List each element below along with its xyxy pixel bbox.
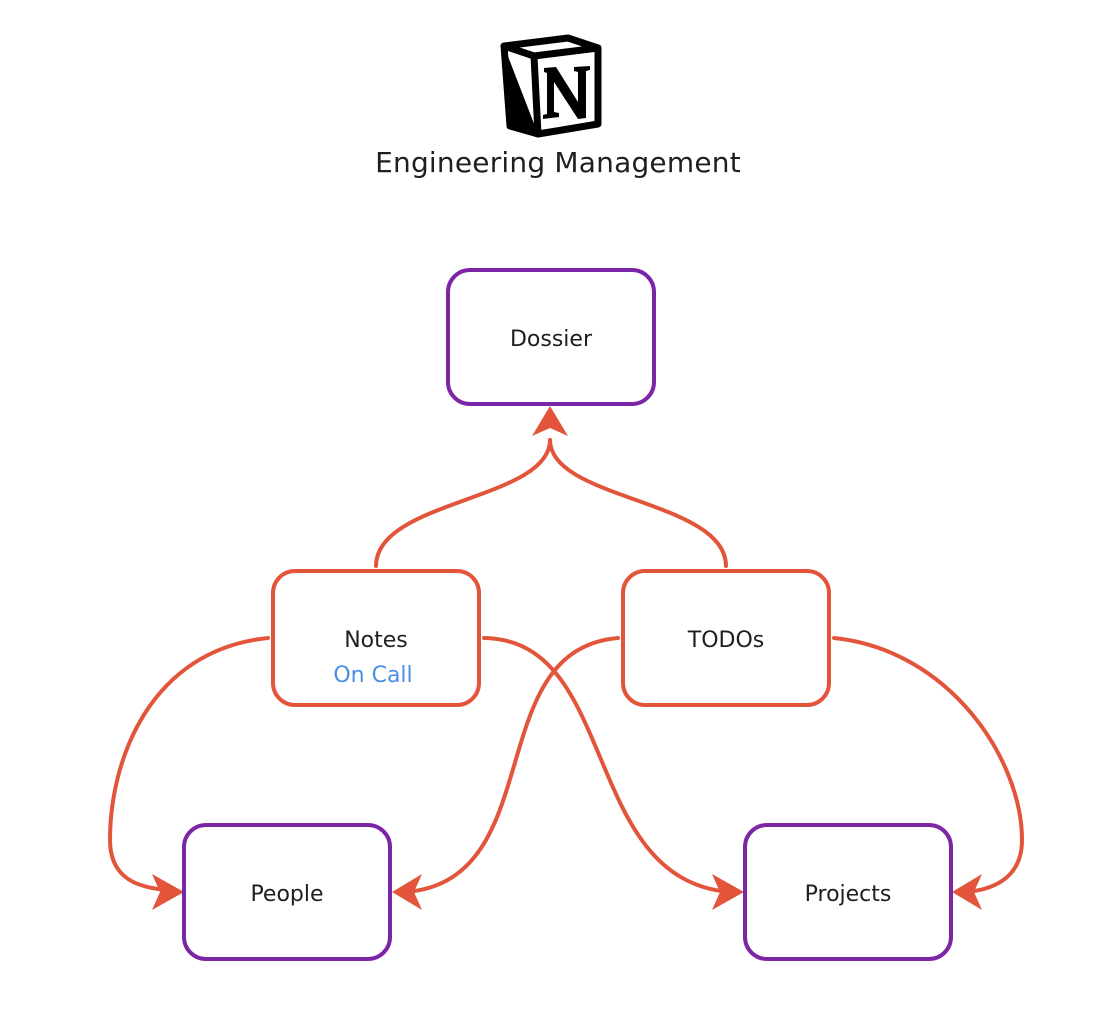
arrowhead-projects-left [712, 874, 744, 910]
arrowhead-projects-right [952, 874, 982, 910]
edge-todos-to-people [404, 636, 620, 894]
edge-todos-to-projects [832, 636, 1025, 894]
node-projects-label: Projects [805, 882, 892, 907]
arrowhead-dossier [532, 406, 568, 436]
node-notes[interactable]: Notes On Call [271, 569, 481, 707]
node-people-label: People [250, 882, 323, 907]
edge-notes-to-projects [482, 636, 732, 894]
arrowhead-people-right [392, 874, 422, 910]
page-title: Engineering Management [375, 146, 741, 179]
edge-notes-to-people [107, 636, 270, 892]
edge-todos-to-dossier [548, 438, 728, 568]
arrowhead-people-left [152, 874, 184, 910]
node-notes-label: Notes [344, 628, 408, 653]
edge-notes-to-dossier [374, 438, 552, 568]
node-dossier-label: Dossier [510, 327, 593, 352]
node-dossier[interactable]: Dossier [446, 268, 656, 406]
node-todos[interactable]: TODOs [621, 569, 831, 707]
node-projects[interactable]: Projects [743, 823, 953, 961]
notion-logo-icon [500, 34, 602, 138]
node-todos-label: TODOs [687, 628, 764, 653]
node-notes-sublabel: On Call [333, 663, 412, 688]
node-people[interactable]: People [182, 823, 392, 961]
